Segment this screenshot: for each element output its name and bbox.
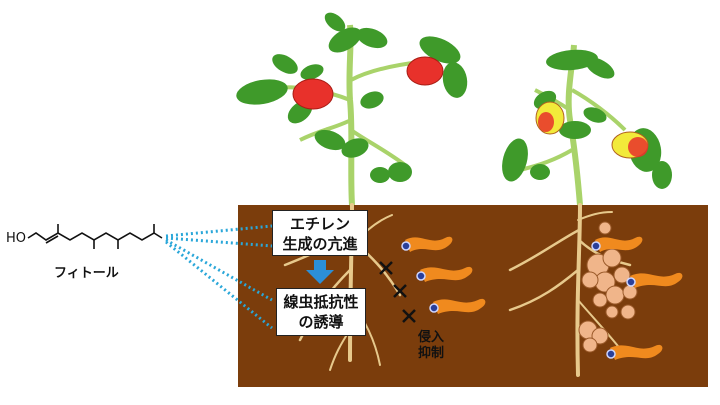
block-marks [379, 261, 416, 323]
hydroxyl-label: HO [6, 231, 27, 246]
dotted-lines [165, 224, 273, 330]
ethylene-box: エチレン 生成の亢進 [272, 210, 368, 256]
tomato-unripe-1-blush [538, 112, 554, 132]
invasion-line2: 抑制 [418, 346, 445, 361]
left-plant [236, 12, 468, 206]
resistance-box: 線虫抵抗性 の誘導 [276, 288, 366, 336]
ethylene-line1: エチレン [289, 215, 350, 233]
nematode-heads-right [591, 241, 636, 359]
resistance-line2: の誘導 [298, 313, 344, 331]
tomato-red-1 [292, 78, 334, 110]
right-plant [502, 44, 672, 206]
tomato-unripe-2-blush [628, 137, 648, 157]
invasion-line1: 侵入 [418, 330, 445, 345]
ethylene-line2: 生成の亢進 [282, 235, 358, 253]
nematode-heads-left [401, 241, 439, 313]
nematodes-right [595, 236, 683, 360]
resistance-line1: 線虫抵抗性 [283, 293, 359, 311]
down-arrow [306, 260, 334, 284]
root-galls [578, 221, 638, 353]
tomato-red-2 [406, 56, 444, 86]
nematodes-left [405, 236, 486, 314]
invasion-label: 侵入 抑制 [418, 330, 444, 362]
phytol-structure [27, 224, 163, 249]
phytol-label: フィトール [54, 266, 119, 281]
